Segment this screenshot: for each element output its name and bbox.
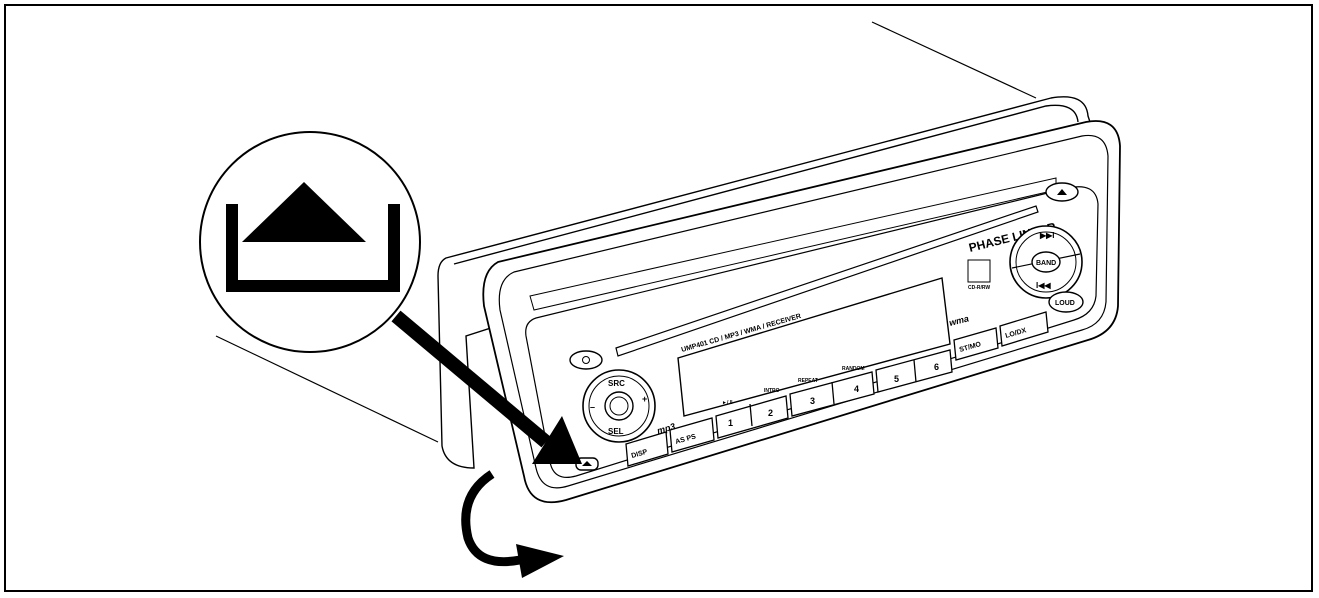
power-button[interactable] [569, 350, 603, 370]
src-label: SRC [608, 379, 625, 388]
repeat-caption: REPEAT [798, 378, 818, 384]
chassis-outline [215, 21, 1037, 443]
disp-label: DISP [631, 449, 649, 460]
button-row [625, 311, 1049, 467]
removal-arrowhead [516, 544, 564, 578]
play-pause-caption: ►/ ll [722, 400, 733, 406]
random-caption: RANDOM [842, 366, 865, 372]
center-knob [604, 391, 634, 421]
magnifier-callout [199, 131, 421, 353]
pointer-arrow [391, 310, 582, 464]
next-track-icon: ▶▶I [1039, 231, 1055, 240]
loud-button[interactable]: LOUD [1048, 291, 1084, 313]
pointer-arrowhead [532, 416, 582, 464]
intro-caption: INTRO [764, 388, 780, 394]
plus-label: + [642, 394, 647, 404]
preset-5-label: 5 [894, 374, 899, 384]
preset-1-2-button[interactable] [715, 395, 789, 439]
cd-rw-text: CD-R/RW [968, 285, 990, 291]
sel-label: SEL [608, 427, 624, 436]
eject-button[interactable] [1045, 182, 1079, 202]
removal-arrow [461, 470, 564, 578]
loud-label: LOUD [1055, 300, 1075, 307]
stmo-button[interactable] [953, 327, 999, 361]
eject-bracket-icon [226, 204, 400, 292]
preset-5-6-button[interactable] [875, 349, 953, 393]
preset-3-4-button[interactable] [789, 371, 875, 417]
preset-1-label: 1 [728, 418, 733, 428]
control-pad[interactable]: SRC SEL – + [582, 369, 656, 443]
band-label: BAND [1036, 260, 1056, 267]
eject-symbol-icon [242, 182, 366, 242]
track-dial[interactable]: BAND ▶▶I I◀◀ [1009, 225, 1083, 299]
preset-4-label: 4 [854, 384, 859, 394]
prev-track-icon: I◀◀ [1036, 281, 1051, 290]
chassis-bottom-edge [215, 335, 439, 443]
lcd-display [677, 277, 951, 417]
wma-logo: wma [948, 313, 970, 328]
preset-3-label: 3 [810, 396, 815, 406]
minus-label: – [590, 402, 595, 412]
band-button [1031, 251, 1061, 273]
preset-2-label: 2 [768, 408, 773, 418]
asps-button[interactable] [669, 417, 715, 453]
preset-6-label: 6 [934, 362, 939, 372]
cd-slot [615, 205, 1039, 357]
power-icon [582, 356, 590, 364]
diagram-frame: UMP401 CD / MP3 / WMA / RECEIVER PHASE L… [4, 4, 1313, 592]
lodx-button[interactable] [999, 311, 1049, 347]
disp-button[interactable] [625, 431, 669, 467]
chassis-top-edge [871, 21, 1037, 99]
eject-icon [1057, 189, 1067, 195]
release-eject-icon [582, 461, 592, 466]
car-stereo-detach-diagram: UMP401 CD / MP3 / WMA / RECEIVER PHASE L… [199, 21, 1121, 578]
cd-rw-logo: CD-R/RW [967, 259, 991, 291]
